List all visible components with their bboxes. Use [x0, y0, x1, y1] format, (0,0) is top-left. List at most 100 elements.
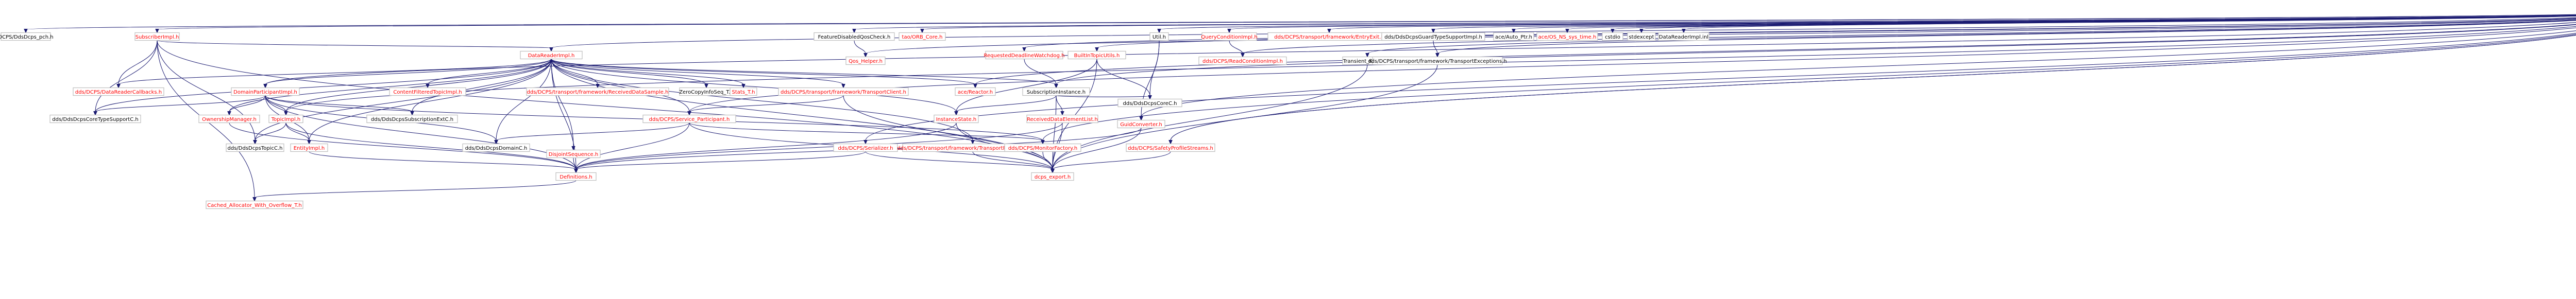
node-label: Util.h: [1153, 34, 1166, 40]
node-subinst[interactable]: SubscriptionInstance.h: [1022, 87, 1090, 96]
node-builtin[interactable]: BuiltInTopicUtils.h: [1067, 50, 1126, 60]
node-transexc[interactable]: dds/DCPS/transport/framework/TransportEx…: [1368, 56, 1507, 65]
dependency-edge: [1168, 34, 2576, 145]
edge-arrowhead: [549, 47, 553, 52]
node-rds[interactable]: dds/DCPS/transport/framework/ReceivedDat…: [526, 87, 669, 96]
edge-arrowhead: [307, 140, 311, 145]
dependency-edge: [116, 59, 552, 89]
edge-line: [956, 59, 1097, 112]
node-qoshelper[interactable]: Qos_Helper.h: [845, 56, 886, 65]
edge-line: [1149, 40, 1160, 96]
node-reqdl[interactable]: RequestedDeadlineWatchdog.h: [984, 50, 1065, 60]
dependency-edge: [551, 59, 845, 89]
node-label: ReceivedDataElementList.h: [1027, 117, 1098, 122]
node-pch[interactable]: DCPS/DdsDcps_pch.h: [0, 32, 54, 41]
node-stdexcept[interactable]: stdexcept: [1627, 32, 1656, 41]
dependency-edge: [263, 22, 2576, 89]
node-label: BuiltInTopicUtils.h: [1074, 53, 1120, 59]
edge-line: [551, 59, 707, 85]
node-util[interactable]: Util.h: [1149, 32, 1169, 41]
edge-line: [1042, 151, 1053, 170]
edge-arrowhead: [1431, 29, 1435, 33]
dependency-edge: [972, 151, 1055, 173]
edge-line: [551, 59, 1057, 85]
edge-arrowhead: [1060, 111, 1064, 116]
node-box: [845, 56, 886, 65]
node-label: dds/DdsDcpsTopicC.h: [228, 146, 283, 151]
node-drimplh[interactable]: DataReaderImpl.h: [520, 50, 583, 60]
node-cftimpl[interactable]: ContentFilteredTopicImpl.h: [389, 87, 466, 96]
node-owner[interactable]: OwnershipManager.h: [198, 114, 260, 124]
edge-line: [1052, 64, 1368, 170]
node-feat[interactable]: FeatureDisabledQosCheck.h: [814, 32, 895, 41]
dependency-edge: [157, 40, 553, 52]
node-label: ZeroCopyInfoSeq_T.h: [679, 90, 734, 95]
node-label: EntityImpl.h: [294, 146, 325, 151]
node-qcimpl[interactable]: QueryConditionImpl.h: [1201, 32, 1258, 41]
node-aceptr[interactable]: ace/Auto_Ptr.h: [1493, 32, 1534, 41]
edge-arrowhead: [494, 140, 498, 145]
edge-line: [575, 122, 690, 170]
node-corec[interactable]: dds/DdsDcpsCoreC.h: [1117, 98, 1182, 108]
node-box: [985, 50, 1063, 60]
node-box: [1372, 56, 1503, 65]
node-servpart[interactable]: dds/DCPS/Service_Participant.h: [642, 114, 736, 124]
edge-line: [265, 95, 577, 170]
dependency-edge: [227, 95, 266, 116]
edge-line: [865, 19, 2576, 54]
node-topicc[interactable]: dds/DdsDcpsTopicC.h: [226, 143, 284, 152]
node-topicimpl[interactable]: TopicImpl.h: [268, 114, 303, 124]
dependency-edge: [863, 32, 2576, 145]
edge-line: [265, 59, 552, 85]
node-acereactor[interactable]: ace/Reactor.h: [955, 87, 996, 96]
node-dispseq[interactable]: DisjointSequence.h: [546, 149, 601, 159]
node-label: TopicImpl.h: [271, 117, 300, 122]
node-dpimpl[interactable]: DomainParticipantImpl.h: [231, 87, 300, 96]
edge-arrowhead: [1327, 29, 1331, 33]
node-box: [462, 143, 530, 152]
node-quad[interactable]: dds/DdsDcpsGuardTypeSupportImpl.h: [1381, 32, 1485, 41]
node-cached[interactable]: Cached_Allocator_With_Overflow_T.h: [206, 200, 303, 209]
node-dcpsexport[interactable]: dcps_export.h: [1031, 172, 1074, 181]
node-guidconv[interactable]: GuidConverter.h: [1117, 119, 1165, 129]
node-label: SubscriptionInstance.h: [1027, 90, 1086, 95]
node-subext[interactable]: dds/DdsDcpsSubscriptionExtC.h: [366, 114, 458, 124]
node-label: Transient_Kludge.h: [1343, 59, 1392, 64]
dependency-edge: [93, 40, 158, 116]
node-box: [1658, 32, 1709, 41]
node-box: [555, 172, 597, 181]
node-orbcore[interactable]: tao/ORB_Core.h: [899, 32, 946, 41]
node-rcvlist[interactable]: ReceivedDataElementList.h: [1026, 114, 1098, 124]
node-label: QueryConditionImpl.h: [1201, 34, 1257, 40]
node-inststate[interactable]: InstanceState.h: [934, 114, 979, 124]
node-zerocopy[interactable]: ZeroCopyInfoSeq_T.h: [679, 87, 734, 96]
node-cstdio[interactable]: cstdio: [1602, 32, 1623, 41]
node-box: [642, 114, 736, 124]
node-statsh[interactable]: Stats_T.h: [730, 87, 757, 96]
node-box: [1004, 143, 1081, 152]
node-label: stdexcept: [1629, 34, 1654, 40]
node-domainc[interactable]: dds/DdsDcpsDomainC.h: [462, 143, 530, 152]
node-drinl[interactable]: DataReaderImpl.inl: [1658, 32, 1709, 41]
node-label: dds/DdsDcpsSubscriptionExtC.h: [371, 117, 453, 122]
node-tclient[interactable]: dds/DCPS/transport/framework/TransportCl…: [778, 87, 909, 96]
node-label: dds/DCPS/Service_Participant.h: [649, 117, 730, 122]
node-box: [1031, 172, 1074, 181]
node-label: dds/DCPS/MonitorFactory.h: [1008, 146, 1077, 151]
node-label: dds/DCPS/Serializer.h: [838, 146, 893, 151]
node-safety[interactable]: dds/DCPS/SafetyProfileStreams.h: [1126, 143, 1215, 152]
node-serializer[interactable]: dds/DCPS/Serializer.h: [833, 143, 898, 152]
node-corets[interactable]: dds/DdsDcpsCoreTypeSupportC.h: [49, 114, 141, 124]
dependency-edge: [551, 59, 708, 89]
node-definitions[interactable]: Definitions.h: [555, 172, 597, 181]
node-acetime[interactable]: ace/OS_NS_sys_time.h: [1536, 32, 1598, 41]
dependency-edge: [865, 151, 1055, 173]
edge-line: [551, 59, 574, 147]
node-subimpl[interactable]: SubscriberImpl.h: [134, 32, 180, 41]
node-entryexit[interactable]: dds/DCPS/transport/framework/EntryExit.h: [1267, 32, 1391, 41]
node-entityimpl[interactable]: EntityImpl.h: [290, 143, 328, 152]
node-monfact[interactable]: dds/DCPS/MonitorFactory.h: [1004, 143, 1081, 152]
node-readcond[interactable]: dds/DCPS/ReadConditionImpl.h: [1198, 56, 1287, 65]
edge-line: [1433, 40, 1438, 54]
node-drcb[interactable]: dds/DCPS/DataReaderCallbacks.h: [73, 87, 164, 96]
